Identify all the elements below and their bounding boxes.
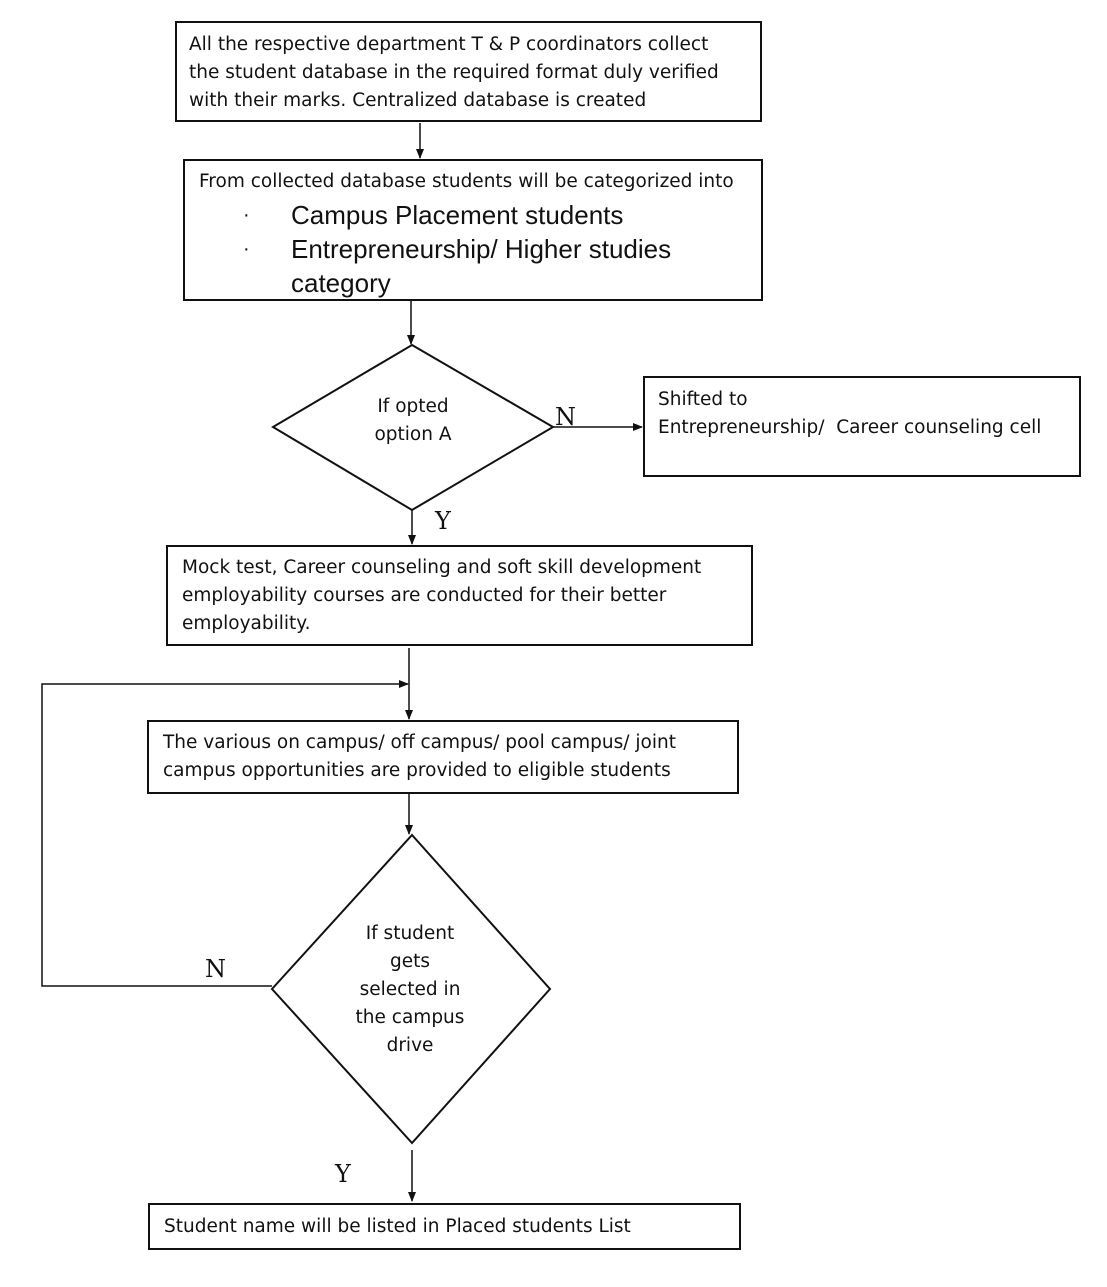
step-training-line: employability courses are conducted for … — [182, 585, 667, 606]
decision-diamond-selected — [270, 833, 552, 1145]
decision-selected-yes-label: Y — [335, 1160, 351, 1188]
decision-selected-no-label: N — [205, 955, 226, 983]
category-item-label-line: Entrepreneurship/ Higher studies — [291, 234, 672, 264]
decision-selected-line: selected in — [359, 979, 461, 1000]
step-opportunities-line: The various on campus/ off campus/ pool … — [163, 732, 676, 753]
bullet-glyph: · — [243, 238, 250, 260]
category-item-label-line: category — [291, 268, 391, 298]
category-item-label: Campus Placement students — [291, 200, 624, 230]
decision-selected-line: drive — [386, 1035, 434, 1056]
category-item-label: Entrepreneurship/ Higher studies categor… — [291, 232, 672, 299]
decision-selected-line: gets — [389, 951, 431, 972]
decision-option-a-yes-label: Y — [435, 507, 451, 535]
step-shifted-to-cell: Shifted to Entrepreneurship/ Career coun… — [643, 376, 1081, 477]
decision-option-a-line: If opted — [377, 396, 449, 417]
step-placed-text: Student name will be listed in Placed st… — [164, 1216, 631, 1237]
decision-selected-line: If student — [365, 923, 455, 944]
step-collect-line: with their marks. Centralized database i… — [189, 90, 647, 111]
step-shifted-line: Shifted to — [658, 389, 748, 410]
step-categorize-students: From collected database students will be… — [183, 159, 763, 301]
loop-back-no-path — [41, 680, 409, 987]
decision-selected-text: If student gets selected in the campus d… — [330, 920, 490, 1060]
decision-selected-line: the campus — [355, 1007, 465, 1028]
decision-option-a-text: If opted option A — [333, 393, 493, 449]
decision-option-a-line: option A — [374, 424, 452, 445]
step-opportunities-line: campus opportunities are provided to eli… — [163, 760, 671, 781]
step-collect-line: All the respective department T & P coor… — [189, 34, 709, 55]
step-training-courses: Mock test, Career counseling and soft sk… — [166, 545, 753, 646]
step-collect-line: the student database in the required for… — [189, 62, 719, 83]
step-shifted-line: Entrepreneurship/ Career counseling cell — [658, 417, 1042, 438]
category-item-campus-placement: · Campus Placement students — [199, 198, 747, 232]
step-training-line: Mock test, Career counseling and soft sk… — [182, 557, 702, 578]
step-placed-list: Student name will be listed in Placed st… — [148, 1203, 741, 1250]
step-campus-opportunities: The various on campus/ off campus/ pool … — [147, 720, 739, 794]
category-item-entrepreneurship: · Entrepreneurship/ Higher studies categ… — [199, 232, 747, 299]
step-categorize-intro: From collected database students will be… — [199, 171, 734, 192]
bullet-glyph: · — [243, 204, 250, 226]
decision-option-a-no-label: N — [555, 403, 576, 431]
step-training-line: employability. — [182, 613, 311, 634]
step-collect-database: All the respective department T & P coor… — [175, 21, 762, 122]
